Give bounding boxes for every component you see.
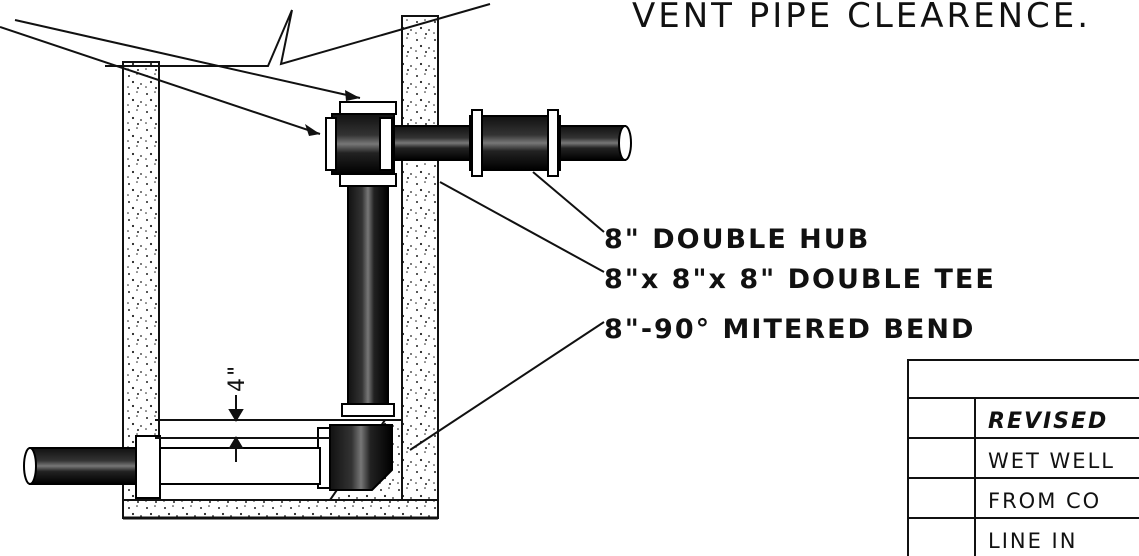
dimension-label: 4" (225, 364, 250, 392)
revision-block (907, 359, 1139, 556)
riser-pipe (341, 185, 395, 417)
revision-row-3: FROM CO (988, 489, 1101, 513)
leader-lines (0, 19, 605, 451)
revision-row-4: LINE IN (988, 529, 1077, 553)
drawing-title: VENT PIPE CLEARENCE. (632, 0, 1091, 36)
floor-slab (122, 499, 439, 519)
mitered-bend (317, 424, 393, 491)
lower-pipe-run (23, 419, 402, 499)
revision-row-2: WET WELL (988, 449, 1115, 473)
callout-mitered-bend: 8"-90° MITERED BEND (604, 314, 975, 345)
double-hub (469, 115, 561, 171)
upper-pipe-run (325, 101, 632, 187)
callout-double-tee: 8"x 8"x 8" DOUBLE TEE (604, 264, 996, 295)
revision-row-1: REVISED (988, 409, 1108, 434)
callout-double-hub: 8" DOUBLE HUB (604, 224, 870, 255)
clearance-dimension (228, 395, 244, 462)
break-line (105, 3, 491, 67)
